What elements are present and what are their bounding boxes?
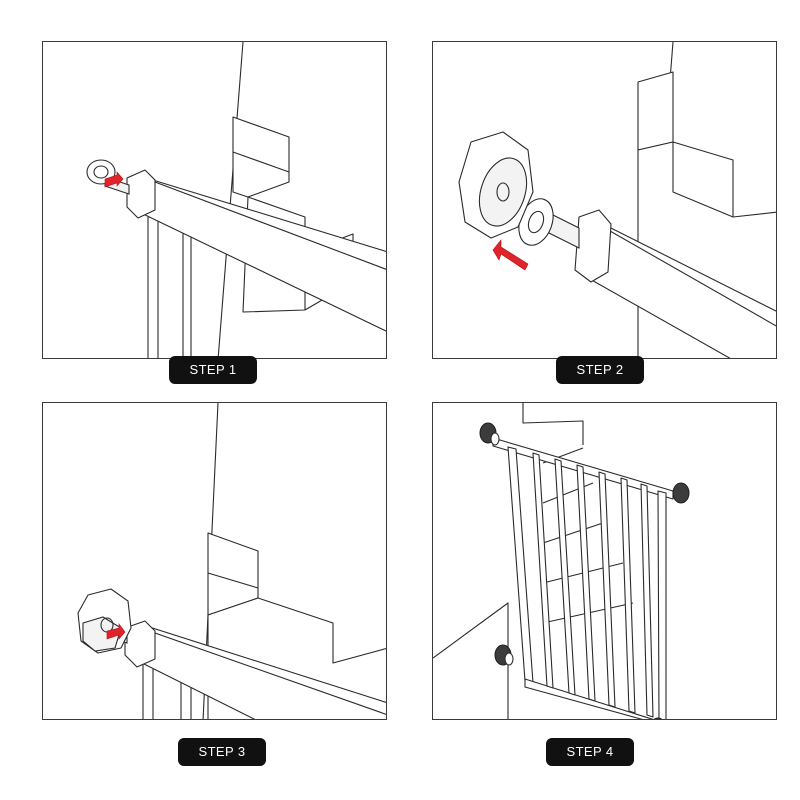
rotation-arrow-icon: [106, 623, 126, 640]
step-2-drawing: [458, 42, 776, 358]
wall-edge: [217, 42, 244, 358]
stair-steps: [542, 447, 634, 624]
step-1-drawing: [86, 42, 386, 358]
step-3-label: STEP 3: [178, 738, 266, 766]
end-cap: [124, 620, 156, 668]
gate-bars: [142, 633, 192, 719]
direction-arrow-icon: [492, 239, 529, 271]
step-4-label: STEP 4: [546, 738, 634, 766]
step-3-drawing: [77, 403, 386, 719]
step-1-illustration: [42, 41, 387, 359]
gate-bars: [532, 452, 654, 718]
stair-step: [637, 71, 674, 151]
step-2-label: STEP 2: [556, 356, 644, 384]
step-1-label: STEP 1: [169, 356, 257, 384]
bottom-right-fitting: [653, 717, 663, 719]
stair-step: [232, 116, 290, 198]
step-3-illustration: [42, 402, 387, 720]
gate-bars: [147, 217, 192, 358]
rotation-arrow-icon: [104, 171, 124, 188]
step-4-drawing: [433, 403, 690, 719]
gate-side-rail: [657, 490, 667, 719]
wall-edge: [522, 403, 584, 445]
step-2-illustration: [432, 41, 777, 359]
step-4-illustration: [432, 402, 777, 720]
end-cap: [574, 209, 612, 283]
gate-side-rail: [507, 446, 534, 684]
top-right-fitting: [672, 482, 690, 504]
end-cap: [126, 169, 156, 219]
